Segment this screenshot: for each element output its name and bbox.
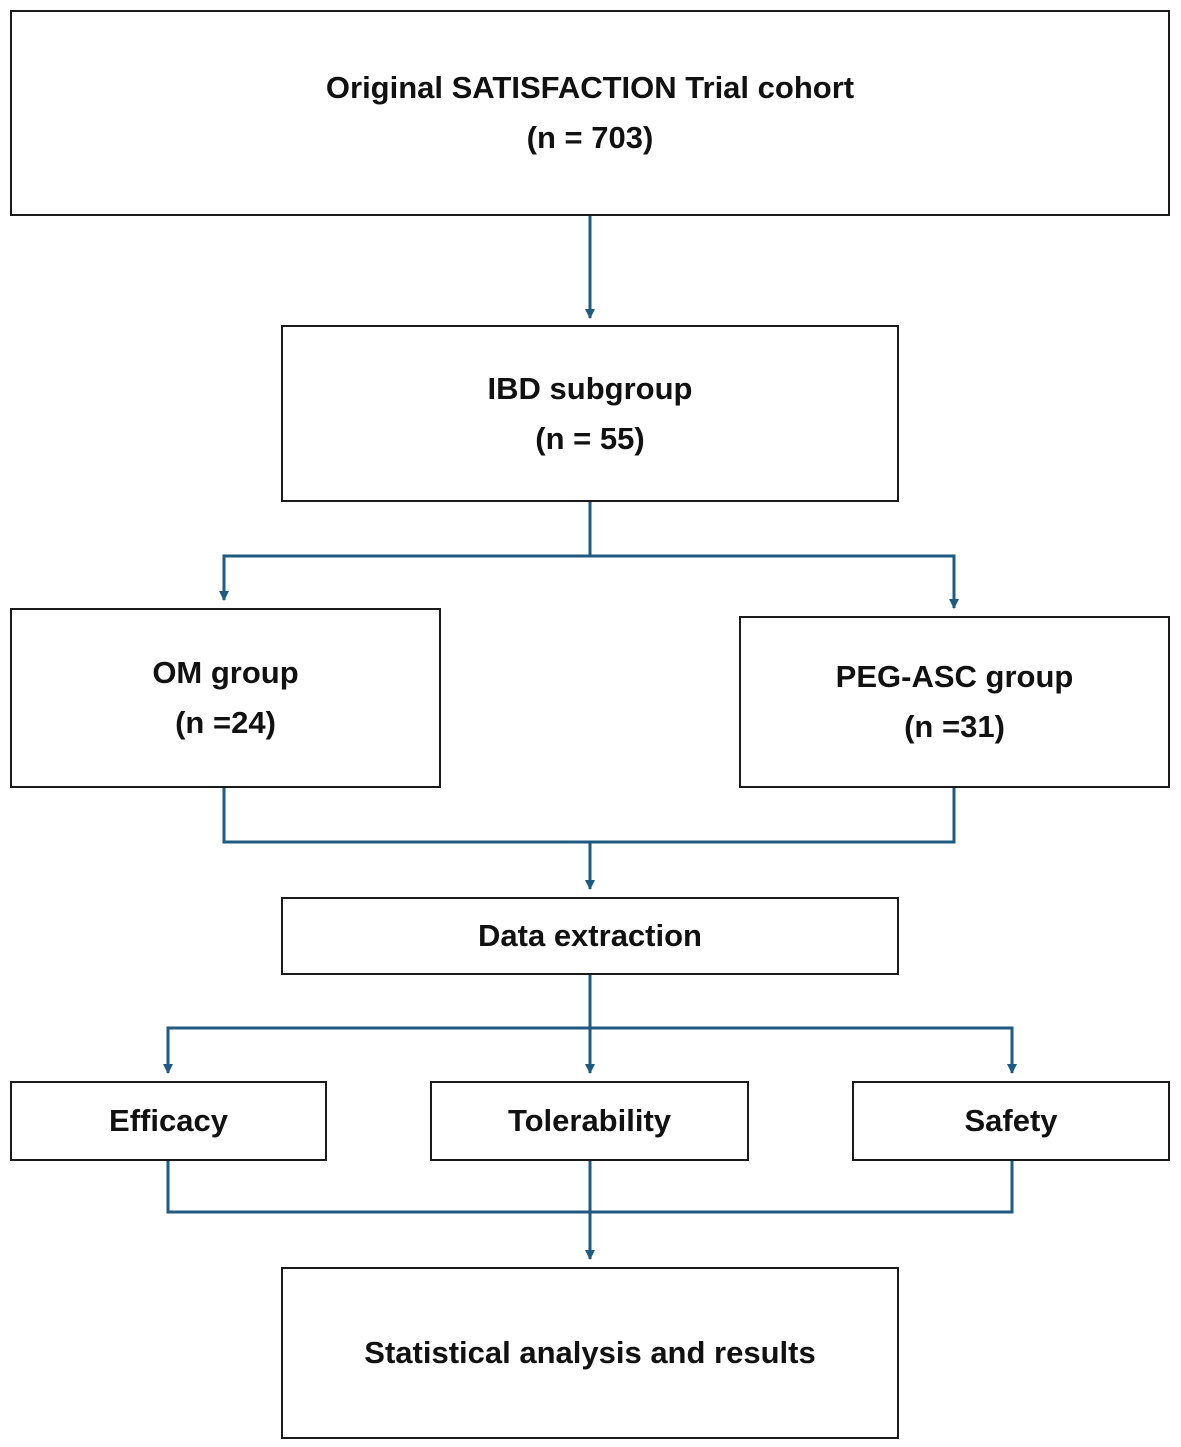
ibd-count: (n = 55) [535,420,645,456]
statistical-analysis-box: Statistical analysis and results [281,1267,899,1439]
peg-count: (n =31) [904,709,1005,744]
extraction-title: Data extraction [478,918,702,954]
tolerability-box: Tolerability [430,1081,749,1161]
connector-peg-to-merge [590,788,956,844]
connector-om-to-merge [222,788,590,844]
cohort-title: Original SATISFACTION Trial cohort [325,70,855,106]
data-extraction-box: Data extraction [281,897,899,975]
stats-title: Statistical analysis and results [364,1335,816,1371]
connector-extraction-to-safety [590,1026,1017,1074]
om-group-box: OM group (n =24) [10,608,441,788]
efficacy-title: Efficacy [109,1103,228,1139]
om-title: OM group [152,655,299,691]
cohort-box: Original SATISFACTION Trial cohort (n = … [10,10,1170,216]
peg-asc-group-box: PEG-ASC group (n =31) [739,616,1170,788]
efficacy-box: Efficacy [10,1081,327,1161]
connector-extraction-to-efficacy [163,1026,590,1074]
safety-title: Safety [964,1103,1058,1139]
safety-box: Safety [852,1081,1170,1161]
connector-ibd-to-om [219,554,590,601]
connector-safety-to-merge [590,1161,1014,1214]
connector-ibd-to-peg [590,554,959,609]
ibd-subgroup-box: IBD subgroup (n = 55) [281,325,899,502]
ibd-title: IBD subgroup [487,370,693,406]
om-count: (n =24) [175,705,276,740]
tolerability-title: Tolerability [507,1103,672,1139]
connector-efficacy-to-merge [166,1161,590,1214]
peg-title: PEG-ASC group [835,659,1074,695]
cohort-count: (n = 703) [526,120,654,155]
